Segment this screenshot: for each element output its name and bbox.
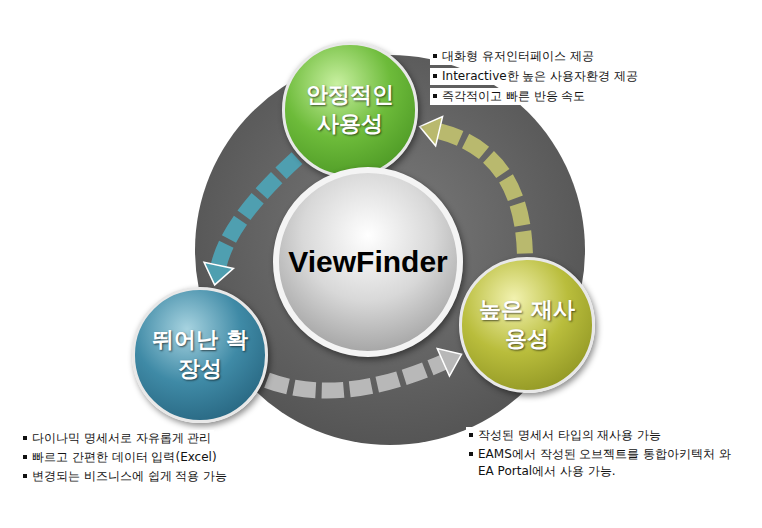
extensibility-circle: 뛰어난 확장성 <box>132 287 267 422</box>
bullet-text: 변경되는 비즈니스에 쉽게 적용 가능 <box>20 468 230 485</box>
bullet-text: Interactive한 높은 사용자환경 제공 <box>430 68 641 85</box>
arrow-head <box>204 262 233 285</box>
node-text: 뛰어난 확장성 <box>150 326 250 383</box>
reuse-circle: 높은 재사용성 <box>459 257 594 392</box>
node-text: 높은 재사용성 <box>477 296 577 353</box>
usability-circle: 안정적인 사용성 <box>282 42 417 177</box>
arrow-head <box>420 117 443 146</box>
bullet-text: EAMS에서 작성된 오브젝트를 통합아키텍처 와 EA Portal에서 사용… <box>466 446 751 480</box>
bullet-text: 즉각적이고 빠른 반응 속도 <box>430 88 588 105</box>
center-circle: ViewFinder <box>273 167 463 357</box>
arrow-head <box>437 349 461 376</box>
bullet-text: 다이나믹 명세서로 자유롭게 관리 <box>20 430 214 447</box>
bullet-text: 작성된 명세서 타입의 재사용 가능 <box>466 427 664 444</box>
node-text: 안정적인 사용성 <box>300 81 400 138</box>
bullet-text: 대화형 유저인터페이스 제공 <box>430 48 597 65</box>
arrow-body <box>267 362 445 391</box>
node-text: ViewFinder <box>288 245 448 279</box>
bullet-text: 빠르고 간편한 데이터 입력(Excel) <box>20 449 220 466</box>
